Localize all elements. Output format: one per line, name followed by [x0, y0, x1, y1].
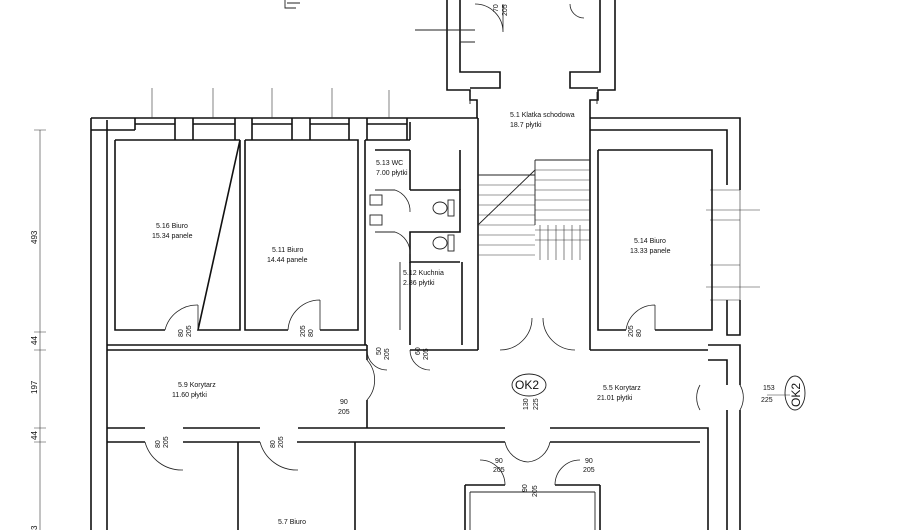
svg-text:5.12 Kuchnia: 5.12 Kuchnia: [403, 270, 444, 277]
svg-text:7.00 płytki: 7.00 płytki: [376, 170, 408, 177]
svg-text:5.5 Korytarz: 5.5 Korytarz: [603, 385, 641, 392]
svg-text:15.34 panele: 15.34 panele: [152, 233, 193, 240]
room-5-12-label: 5.12 Kuchnia 2.86 płytki: [403, 270, 444, 287]
svg-text:80: 80: [178, 329, 185, 337]
room-5-13-label: 5.13 WC 7.00 płytki: [376, 160, 408, 177]
svg-text:205: 205: [163, 436, 170, 448]
door-labels: 80 205 205 80 50 205 60 205 205 80 90 20…: [155, 4, 775, 497]
svg-text:90: 90: [495, 458, 503, 465]
svg-text:11.60 płytki: 11.60 płytki: [172, 392, 207, 399]
svg-text:205: 205: [338, 409, 350, 416]
room-5-14-label: 5.14 Biuro 13.33 panele: [630, 238, 671, 255]
room-5-1-label: 5.1 Klatka schodowa 18.7 płytki: [510, 112, 575, 129]
ok2-tag-center: OK2: [511, 373, 547, 397]
svg-text:44: 44: [30, 431, 39, 440]
svg-text:OK2: OK2: [789, 383, 803, 407]
interior-walls: [107, 118, 713, 530]
svg-text:5.9 Korytarz: 5.9 Korytarz: [178, 382, 216, 389]
door-swings: [144, 189, 744, 486]
window-markers: [151, 88, 760, 301]
svg-text:80: 80: [636, 329, 643, 337]
svg-text:80: 80: [155, 440, 162, 448]
svg-text:153: 153: [763, 385, 775, 392]
svg-text:5.1 Klatka schodowa: 5.1 Klatka schodowa: [510, 112, 575, 119]
svg-text:14.44 panele: 14.44 panele: [267, 257, 308, 264]
room-5-11-label: 5.11 Biuro 14.44 panele: [267, 247, 308, 264]
room-5-9-label: 5.9 Korytarz 11.60 płytki: [172, 382, 216, 399]
svg-text:205: 205: [493, 467, 505, 474]
svg-text:5.7 Biuro: 5.7 Biuro: [278, 519, 306, 526]
svg-text:90: 90: [585, 458, 593, 465]
ok2-tag-right: OK2: [784, 375, 806, 411]
svg-text:3: 3: [30, 525, 39, 530]
room-5-5-label: 5.5 Korytarz 21.01 płytki: [597, 385, 641, 402]
svg-text:205: 205: [532, 485, 539, 497]
svg-text:80: 80: [270, 440, 277, 448]
svg-text:44: 44: [30, 336, 39, 345]
svg-text:205: 205: [278, 436, 285, 448]
svg-text:70: 70: [493, 4, 500, 12]
svg-text:13.33 panele: 13.33 panele: [630, 248, 671, 255]
svg-text:21.01 płytki: 21.01 płytki: [597, 395, 633, 402]
svg-text:130: 130: [523, 398, 530, 410]
svg-text:205: 205: [423, 348, 430, 360]
svg-text:2.86 płytki: 2.86 płytki: [403, 280, 435, 287]
svg-text:205: 205: [583, 467, 595, 474]
stair-treads: [477, 169, 590, 260]
svg-text:OK2: OK2: [515, 378, 539, 392]
svg-text:197: 197: [30, 380, 39, 394]
svg-text:205: 205: [186, 325, 193, 337]
dimension-chain: [34, 129, 790, 530]
stair-tower-walls: [284, 0, 616, 118]
room-5-7-label: 5.7 Biuro: [278, 519, 306, 526]
svg-text:5.14 Biuro: 5.14 Biuro: [634, 238, 666, 245]
svg-text:90: 90: [522, 484, 529, 492]
svg-text:80: 80: [308, 329, 315, 337]
room-5-16-label: 5.16 Biuro 15.34 panele: [152, 223, 193, 240]
svg-text:90: 90: [340, 399, 348, 406]
svg-text:5.13 WC: 5.13 WC: [376, 160, 403, 167]
exterior-walls: [90, 117, 741, 530]
svg-text:225: 225: [761, 397, 773, 404]
svg-text:493: 493: [30, 230, 39, 244]
svg-text:205: 205: [384, 348, 391, 360]
svg-text:60: 60: [415, 347, 422, 355]
svg-text:205: 205: [628, 325, 635, 337]
svg-text:205: 205: [502, 4, 509, 16]
svg-text:18.7 płytki: 18.7 płytki: [510, 122, 542, 129]
toilet-fixtures: [369, 194, 455, 252]
svg-text:5.11 Biuro: 5.11 Biuro: [272, 247, 304, 254]
svg-text:5.16 Biuro: 5.16 Biuro: [156, 223, 188, 230]
svg-text:205: 205: [300, 325, 307, 337]
svg-text:50: 50: [376, 347, 383, 355]
side-dimension-labels: 493 44 197 44 3: [30, 230, 39, 530]
svg-text:225: 225: [533, 398, 540, 410]
